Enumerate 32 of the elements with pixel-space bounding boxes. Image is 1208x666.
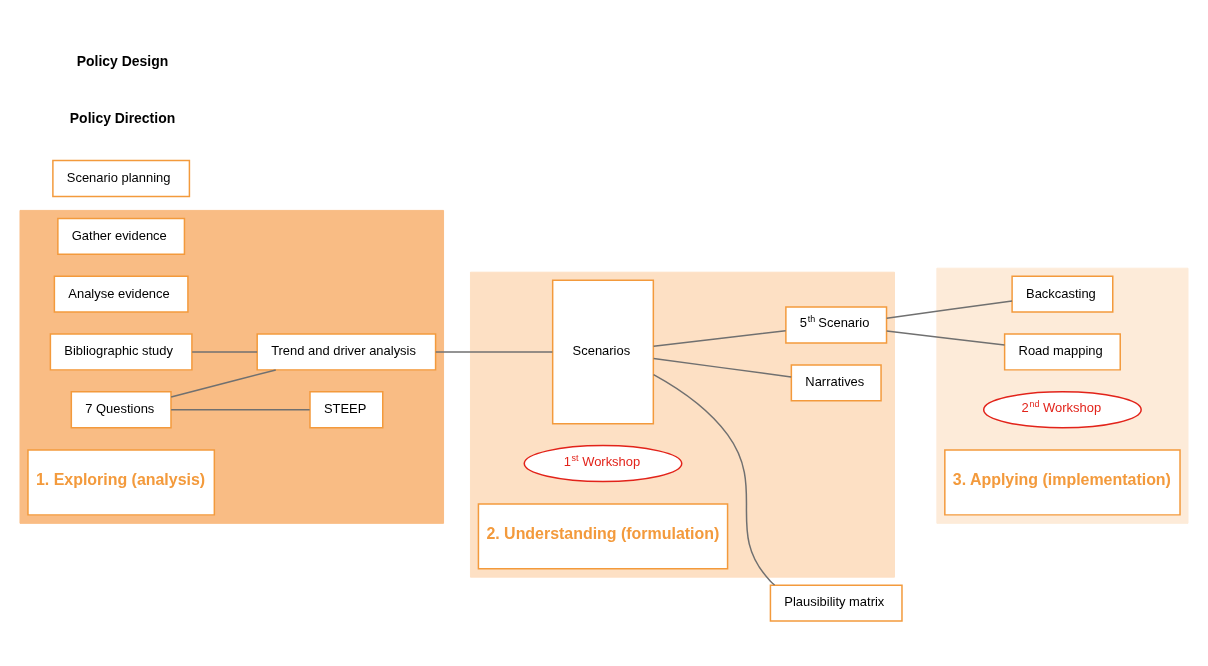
node-box: Road mapping: [1003, 333, 1121, 371]
connector: [170, 409, 311, 411]
connector: [170, 369, 277, 398]
node-box: Scenarios: [551, 279, 655, 425]
connector: [885, 300, 1013, 319]
connector: [885, 330, 1006, 346]
cluster: [19, 209, 445, 524]
node-box: Narratives: [790, 364, 882, 402]
node-box: 7 Questions: [70, 391, 172, 429]
node-box: 5$^{th}$ Scenario: [785, 306, 888, 344]
node-box: Backcasting: [1011, 275, 1114, 313]
node-box: Plausibility matrix: [769, 584, 903, 622]
node-box: Analyse evidence: [53, 275, 189, 313]
node-box: Trend and driver analysis: [256, 333, 437, 371]
label: Policy Design: [76, 52, 169, 69]
connector: [434, 351, 554, 353]
node-ellipse: 1$^{st}$ Workshop: [523, 444, 683, 483]
node-box: 2. Understanding (formulation): [477, 503, 729, 570]
label: Policy Direction: [69, 110, 176, 127]
node-box: STEEP: [309, 391, 384, 429]
cluster: [469, 271, 895, 578]
node-box: Scenario planning: [52, 159, 191, 198]
node-box: 1. Exploring (analysis): [27, 449, 216, 516]
cluster: [936, 267, 1189, 524]
connector: [652, 373, 776, 586]
node-box: Gather evidence: [57, 217, 186, 255]
node-box: Bibliographic study: [49, 333, 193, 371]
node-box: 3. Applying (implementation): [944, 449, 1181, 516]
connector: [652, 357, 792, 378]
node-ellipse: 2$^{nd}$ Workshop: [982, 391, 1142, 429]
connector: [652, 330, 787, 347]
connector: [191, 351, 258, 353]
